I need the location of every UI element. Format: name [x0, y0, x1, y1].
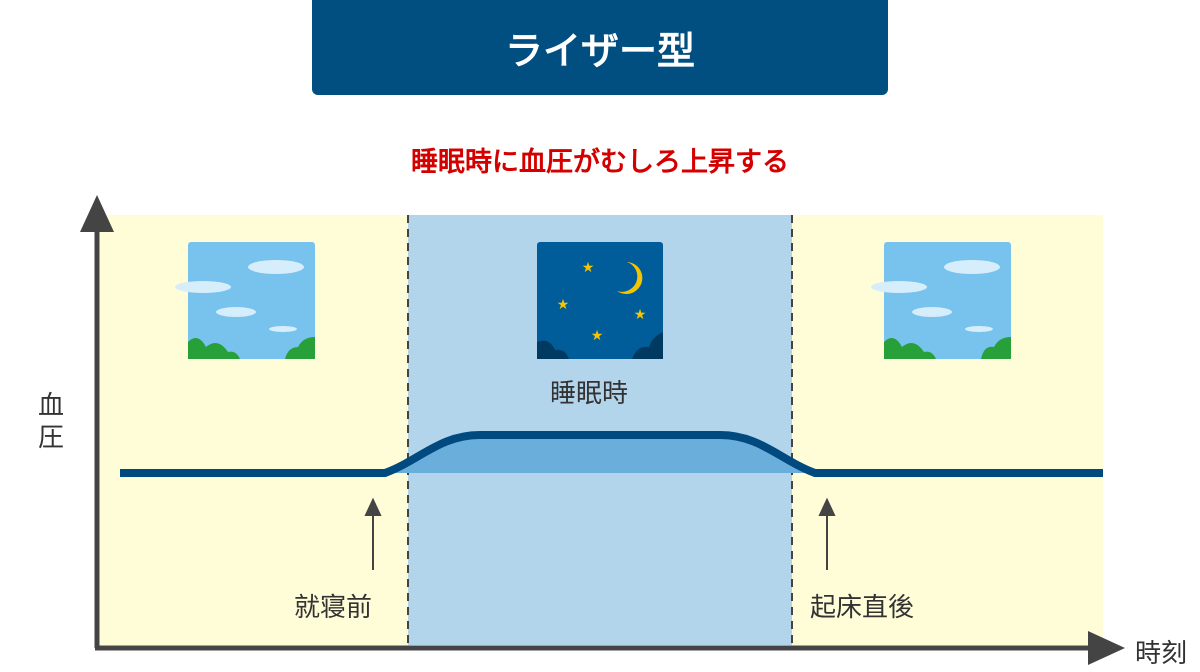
x-axis: [95, 631, 1125, 665]
day-sky-icon: [175, 242, 315, 359]
day-sky-icon: [871, 242, 1011, 359]
y-axis: [80, 195, 114, 648]
svg-text:★: ★: [634, 307, 647, 323]
blood-pressure-rise-area: [385, 435, 815, 473]
arrow-after-wake: [818, 497, 836, 570]
x-axis-label: 時刻: [1135, 639, 1188, 669]
night-sky-icon: ★ ★ ★ ★: [537, 242, 663, 359]
sleep-label: 睡眠時: [550, 379, 629, 409]
svg-text:★: ★: [582, 260, 595, 276]
svg-text:★: ★: [591, 328, 604, 344]
before-sleep-label: 就寝前: [294, 593, 373, 623]
after-wake-label: 起床直後: [810, 593, 915, 623]
svg-text:★: ★: [557, 297, 570, 313]
y-axis-label: 血圧: [38, 391, 65, 453]
page-title: ライザー型: [312, 0, 888, 95]
subtitle: 睡眠時に血圧がむしろ上昇する: [411, 147, 789, 178]
arrow-before-sleep: [364, 497, 382, 570]
blood-pressure-line: [120, 431, 1103, 477]
